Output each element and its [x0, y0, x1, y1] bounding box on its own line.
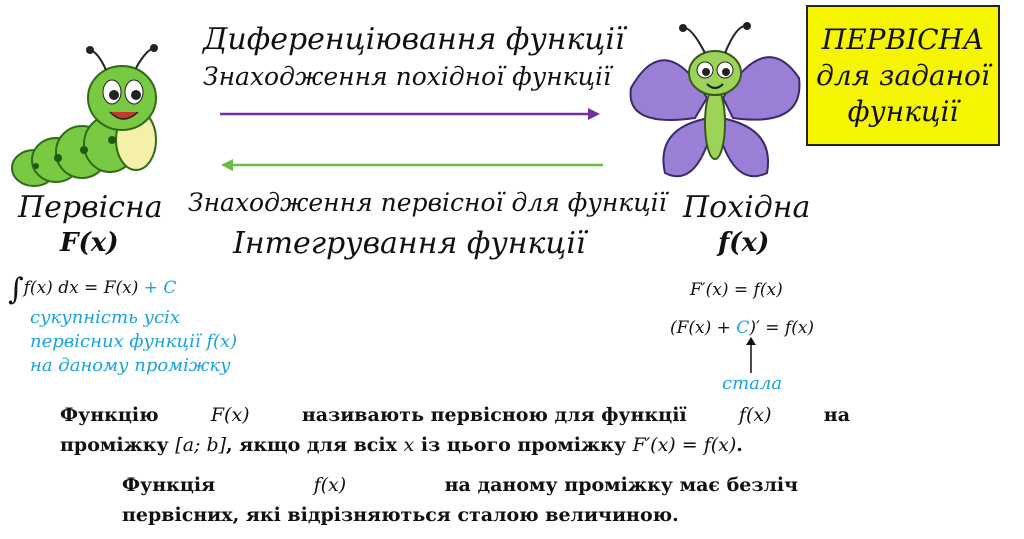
heading-integration: Інтегрування функції [233, 226, 586, 261]
title-badge: ПЕРВІСНА для заданої функції [806, 5, 1000, 146]
p1-math-interval: [a; b] [175, 434, 227, 456]
note-line-2: первісних функції f(x) [30, 331, 238, 352]
arrow-right-head [588, 108, 600, 120]
p1-word-2: називають первісною для функції [301, 404, 687, 426]
formula2-part-a: (F(x) + [670, 318, 737, 338]
p1-math-condition: F′(x) = f(x) [632, 434, 737, 456]
p1-word-1: Функцію [60, 404, 159, 426]
definition-paragraph: Функцію F(x) називають первісною для фун… [60, 400, 850, 460]
derivative-formula-2: (F(x) + C)′ = f(x) [670, 318, 814, 338]
note-constant: стала [722, 373, 783, 394]
note-line-1: сукупність усіх [30, 307, 181, 328]
constant-pointer-arrow [746, 337, 756, 373]
formula2-part-b: )′ = f(x) [749, 318, 815, 338]
p1-period: . [736, 434, 743, 456]
integral-sign: ∫ [8, 272, 24, 307]
label-derivative: Похідна [683, 190, 811, 225]
p1-word-6: із цього проміжку [420, 434, 627, 456]
heading-find-antiderivative: Знаходження первісної для функції [188, 188, 667, 217]
caterpillar-illustration [11, 44, 158, 187]
p1-math-f: f(x) [738, 404, 772, 426]
title-line-3: функції [847, 94, 959, 128]
arrow-left-head [221, 159, 233, 171]
symbol-f: f(x) [718, 228, 770, 258]
p2-line-2: первісних, які відрізняються сталою вели… [122, 504, 679, 526]
p1-word-5: , якщо для всіх [226, 434, 397, 456]
p2-word-2: на даному проміжку має безліч [444, 474, 798, 496]
note-set-of-antiderivatives: сукупність усіх первісних функції f(x) н… [30, 306, 237, 378]
formula2-constant: C [736, 318, 750, 338]
p1-word-3: на [823, 404, 850, 426]
title-line-1: ПЕРВІСНА [821, 22, 985, 56]
integral-constant: + C [143, 278, 177, 298]
note-line-3: на даному проміжку [30, 355, 231, 376]
infinite-antiderivatives-paragraph: Функція f(x) на даному проміжку має безл… [122, 470, 798, 530]
p1-math-x: x [403, 434, 415, 456]
integral-main: f(x) dx = F(x) [23, 278, 139, 298]
p1-word-4: проміжку [60, 434, 169, 456]
derivative-formula-1: F′(x) = f(x) [690, 280, 783, 300]
arrows [220, 108, 603, 171]
integral-formula: ∫f(x) dx = F(x) + C [8, 272, 176, 307]
title-line-2: для заданої [816, 58, 990, 92]
p2-math-f: f(x) [313, 474, 347, 496]
butterfly-illustration [629, 22, 801, 178]
p2-word-1: Функція [122, 474, 216, 496]
heading-find-derivative: Знаходження похідної функції [203, 62, 612, 91]
p1-math-F: F(x) [210, 404, 250, 426]
heading-differentiation: Диференціювання функції [203, 22, 625, 57]
label-antiderivative: Первісна [18, 190, 163, 225]
symbol-F: F(x) [60, 228, 119, 258]
